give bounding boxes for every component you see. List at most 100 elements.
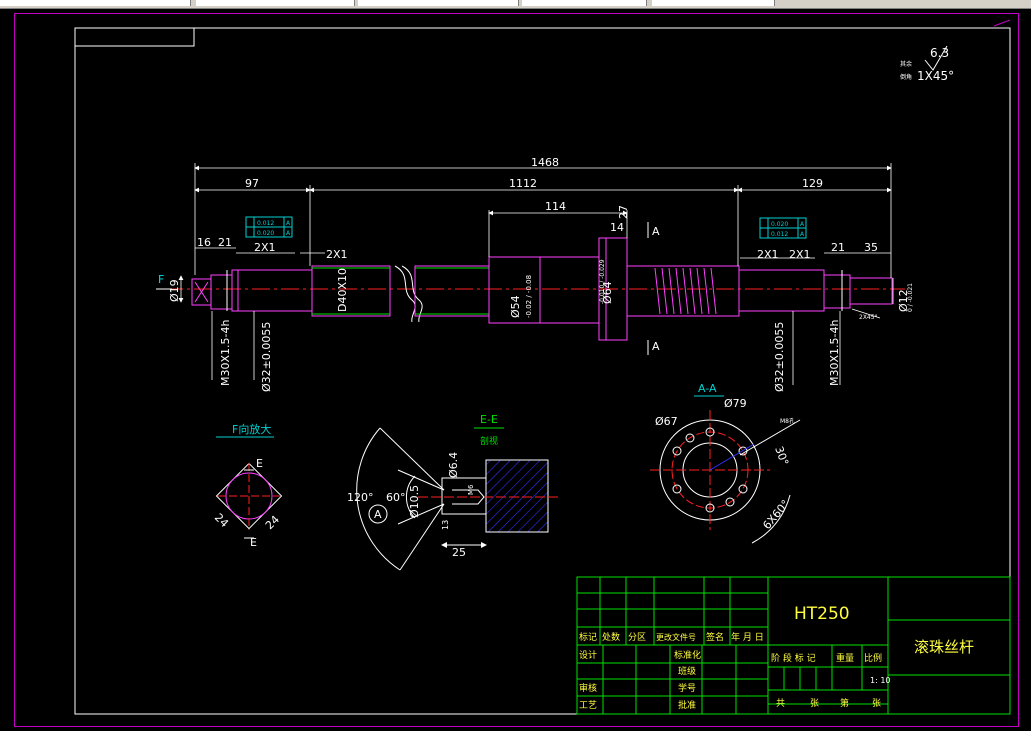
- svg-text:签名: 签名: [706, 631, 724, 643]
- dim-right-end2: 35: [864, 241, 878, 254]
- svg-text:标准化: 标准化: [674, 649, 701, 661]
- roughness-other-label: 其余: [900, 60, 912, 68]
- dia-6-4: Ø6.4: [447, 452, 460, 478]
- svg-text:A: A: [286, 220, 291, 227]
- toolbar-field[interactable]: [196, 0, 355, 6]
- scale-value: 1: 10: [870, 676, 891, 685]
- dia-79: Ø79: [724, 397, 747, 410]
- dim-left-end: 16: [197, 236, 211, 249]
- dimension-texts: 1468 97 1112 129 114 14 27 16 21 2X1 2X1…: [168, 156, 914, 392]
- thread-spec: D40X10: [336, 268, 349, 312]
- view-f-mark-top: E: [256, 457, 263, 470]
- roughness-note: 6.3 其余 倒角 1X45°: [900, 45, 954, 83]
- dia-19: Ø19: [168, 279, 181, 302]
- section-markers: F A A: [156, 222, 660, 355]
- svg-text:年 月 日: 年 月 日: [731, 631, 764, 643]
- svg-text:工艺: 工艺: [579, 700, 597, 711]
- roughness-value: 6.3: [930, 46, 949, 60]
- corner-box: [74, 27, 195, 47]
- dimension-lines: [178, 163, 894, 385]
- svg-text:分区: 分区: [628, 632, 646, 643]
- angle-120: 120°: [347, 491, 374, 504]
- section-a-bottom: A: [652, 340, 660, 353]
- right-thread-spec: M30X1.5-4h: [828, 320, 841, 386]
- dim-flange-width: 14: [610, 221, 624, 234]
- toolbar-field[interactable]: [358, 0, 519, 6]
- view-f-title: F向放大: [232, 422, 271, 436]
- section-e-title: E-E: [480, 413, 498, 426]
- break-line: [394, 265, 416, 323]
- svg-text:0.012: 0.012: [257, 220, 274, 227]
- left-thread-spec: M30X1.5-4h: [219, 320, 232, 386]
- corner-diagonal: [993, 19, 1011, 27]
- svg-text:0.020: 0.020: [771, 221, 788, 228]
- section-aa-title: A-A: [698, 382, 717, 395]
- title-block-text: HT250 滚珠丝杆 标记 处数 分区 更改文件号 签名 年 月 日 设计 审核…: [579, 604, 974, 711]
- dim-nut: 114: [545, 200, 566, 213]
- svg-text:0.012: 0.012: [771, 231, 788, 238]
- title-block[interactable]: [576, 576, 1011, 715]
- dim-left: 97: [245, 177, 259, 190]
- small-dim-m6: M6: [467, 484, 475, 495]
- section-a-top: A: [652, 225, 660, 238]
- svg-text:学号: 学号: [678, 682, 696, 694]
- toolbar-field[interactable]: [522, 0, 647, 6]
- dim-groove-1: 2X1: [254, 241, 276, 254]
- tol-54: -0.02 / -0.08: [525, 275, 533, 318]
- dia-67: Ø67: [655, 415, 678, 428]
- view-f-marker: F: [158, 273, 164, 286]
- section-e-subtitle: 剖视: [480, 435, 498, 447]
- thread-helix: [654, 267, 717, 315]
- shaft-main-view[interactable]: [165, 237, 905, 341]
- svg-text:0.020: 0.020: [257, 230, 274, 237]
- bolt-holes: [672, 427, 748, 513]
- depth-25: 25: [452, 546, 466, 559]
- dim-middle: 1112: [509, 177, 537, 190]
- section-e-e[interactable]: E-E 剖视 A 120° 60° Ø10.5 Ø6.4 13 M6 25: [347, 413, 560, 571]
- dim-left-end2: 21: [218, 236, 232, 249]
- svg-text:阶 段 标 记: 阶 段 标 记: [771, 652, 816, 664]
- dim-right-end: 21: [831, 241, 845, 254]
- view-f-enlarged[interactable]: F向放大 E E 24 24: [212, 422, 283, 549]
- svg-text:比例: 比例: [864, 652, 882, 664]
- tolerance-frame-right: 0.020 A 0.012 A: [759, 217, 807, 239]
- svg-text:共: 共: [776, 698, 785, 709]
- dim-right: 129: [802, 177, 823, 190]
- app-toolbar-strip: [0, 0, 1031, 9]
- dia-54: Ø54: [509, 295, 522, 318]
- dim-groove-2: 2X1: [326, 248, 348, 261]
- drawing-frame: [74, 27, 1011, 715]
- svg-text:张: 张: [872, 698, 881, 709]
- dia-64: Ø64: [601, 281, 614, 304]
- angle-30: 30°: [772, 445, 791, 468]
- dia-10-5: Ø10.5: [408, 485, 421, 518]
- svg-text:标记: 标记: [579, 631, 597, 643]
- view-f-mark-bottom: E: [250, 536, 257, 549]
- material-label: HT250: [794, 604, 850, 624]
- svg-text:第: 第: [840, 697, 849, 709]
- angle-60: 60°: [386, 491, 406, 504]
- chamfer-note: 1X45°: [917, 69, 954, 83]
- svg-text:重量: 重量: [836, 652, 854, 664]
- chamfer-right: 2X45°: [859, 314, 878, 321]
- tolerance-frame-left: 0.012 A 0.020 A: [245, 216, 293, 238]
- svg-text:批准: 批准: [678, 699, 696, 711]
- svg-text:审核: 审核: [579, 682, 597, 694]
- toolbar-field[interactable]: [652, 0, 775, 6]
- toolbar-field[interactable]: [0, 0, 191, 6]
- left-bearing-dia: Ø32±0.0055: [260, 322, 273, 392]
- drawing-sheet-border: [14, 13, 1019, 727]
- dim-overall: 1468: [531, 156, 559, 169]
- svg-text:更改文件号: 更改文件号: [656, 632, 696, 642]
- right-bearing-dia: Ø32±0.0055: [773, 322, 786, 392]
- small-dim-13: 13: [441, 520, 450, 530]
- view-f-dim-b: 24: [263, 513, 282, 532]
- view-f-dim-a: 24: [212, 511, 231, 530]
- svg-text:处数: 处数: [602, 631, 620, 643]
- dim-groove-3: 2X1: [757, 248, 779, 261]
- svg-text:A: A: [800, 231, 805, 238]
- section-a-a[interactable]: A-A Ø79 Ø67 M8孔 30° 6X60°: [650, 382, 801, 544]
- dim-groove-4: 2X1: [789, 248, 811, 261]
- tol-64: -0.010 / -0.029: [599, 259, 606, 304]
